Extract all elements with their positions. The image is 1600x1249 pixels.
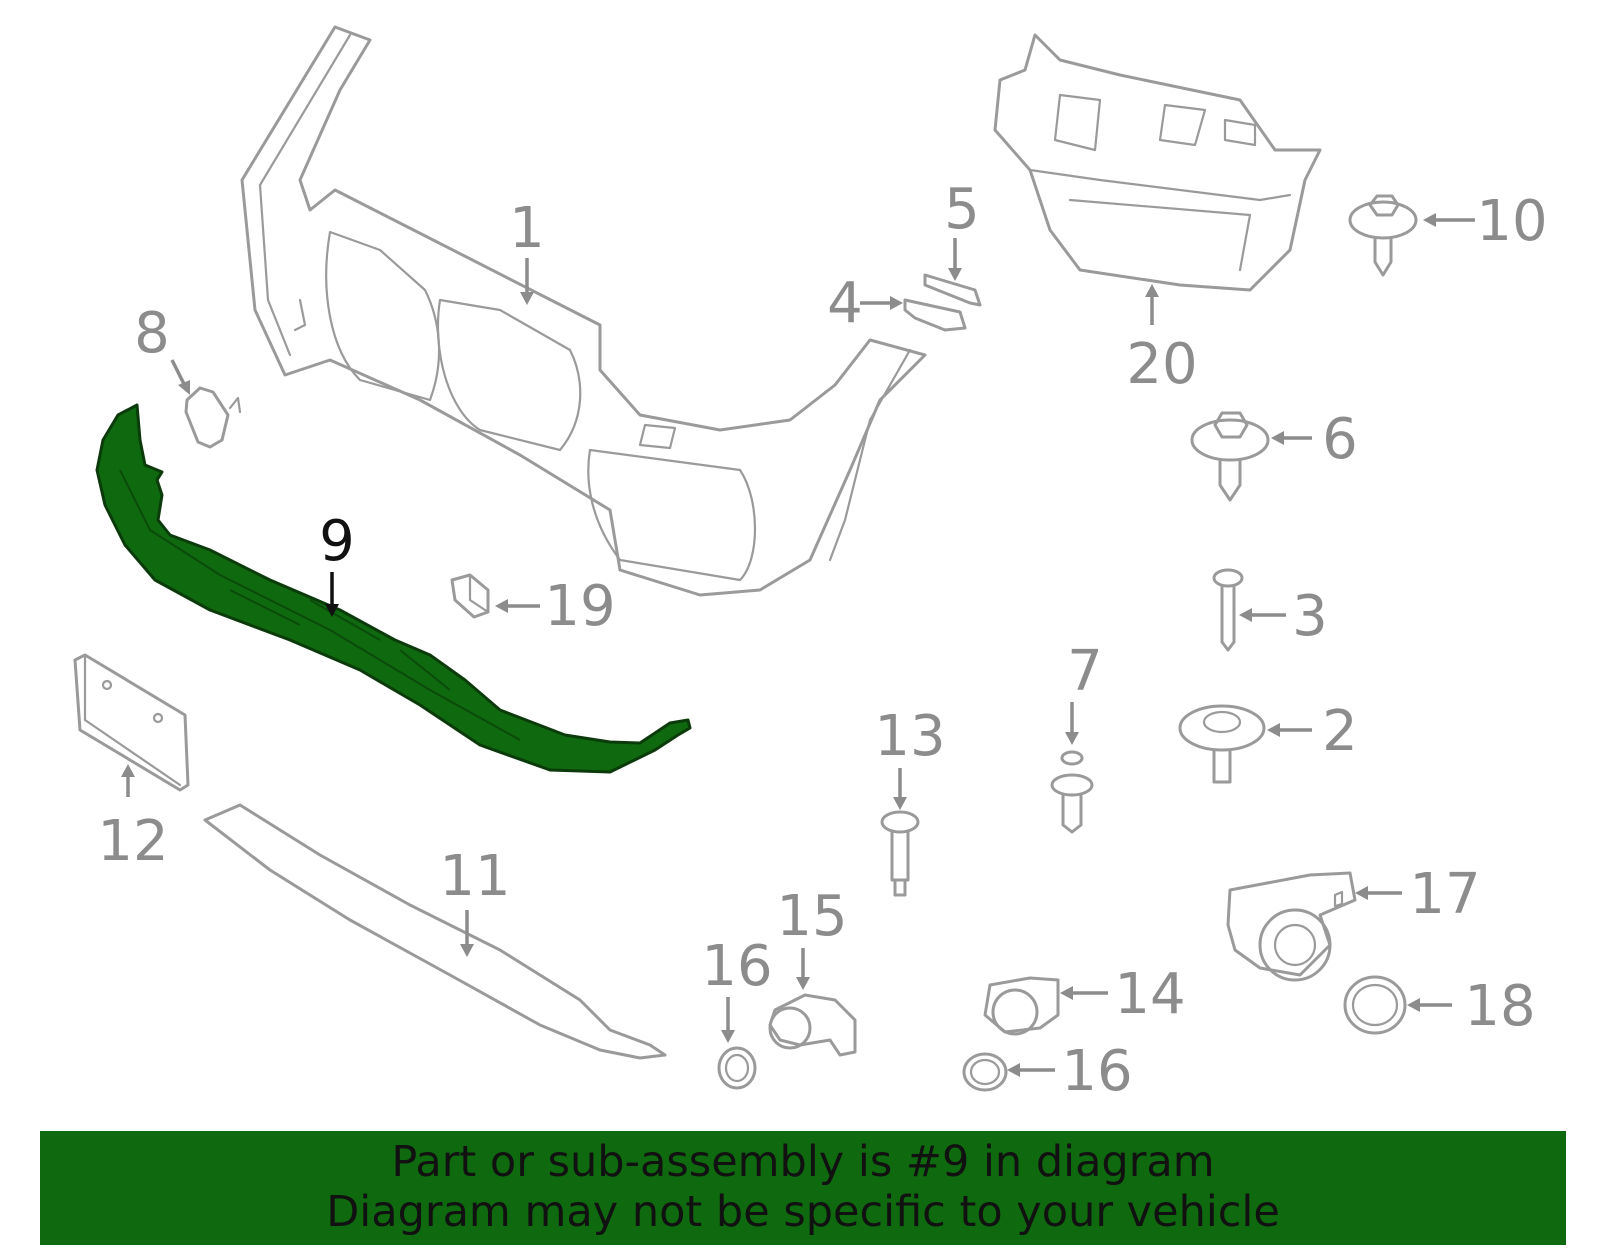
- callout-6: 6: [1322, 407, 1358, 472]
- part-5-bracket[interactable]: [923, 273, 982, 307]
- part-18-ring[interactable]: [1343, 975, 1407, 1035]
- callout-7: 7: [1067, 639, 1103, 704]
- part-16-ring-left[interactable]: [717, 1046, 757, 1090]
- part-12-plate-bracket[interactable]: [73, 653, 190, 792]
- callout-19: 19: [544, 574, 615, 639]
- part-20-bumper-bracket[interactable]: [993, 33, 1322, 292]
- callout-4: 4: [827, 271, 863, 336]
- info-banner: Part or sub-assembly is #9 in diagram Di…: [40, 1131, 1566, 1245]
- callout-20: 20: [1126, 332, 1197, 397]
- part-17-sensor[interactable]: [1226, 871, 1357, 982]
- part-6-bolt[interactable]: [1190, 411, 1270, 502]
- callout-12: 12: [97, 809, 168, 874]
- callout-14: 14: [1114, 962, 1185, 1027]
- callout-8: 8: [134, 301, 170, 366]
- callout-16-right: 16: [1061, 1039, 1132, 1104]
- callout-16-left: 16: [701, 934, 772, 999]
- part-9-lower-trim[interactable]: [95, 403, 692, 774]
- part-4-bracket[interactable]: [903, 298, 967, 332]
- banner-line-1: Part or sub-assembly is #9 in diagram: [391, 1137, 1215, 1187]
- callout-5: 5: [944, 177, 980, 242]
- part-8-cap[interactable]: [184, 386, 242, 449]
- callout-13: 13: [874, 704, 945, 769]
- part-7-rivet[interactable]: [1050, 750, 1094, 834]
- part-2-bolt[interactable]: [1178, 704, 1266, 784]
- callout-18: 18: [1464, 974, 1535, 1039]
- part-13-screw[interactable]: [880, 810, 920, 897]
- part-16-ring-right[interactable]: [962, 1052, 1008, 1092]
- part-3-screw[interactable]: [1212, 568, 1244, 652]
- callout-17: 17: [1409, 862, 1480, 927]
- part-14-sensor[interactable]: [983, 976, 1060, 1036]
- callout-9: 9: [319, 509, 355, 574]
- callout-arrows: [121, 213, 1475, 1077]
- callout-11: 11: [439, 844, 510, 909]
- banner-line-2: Diagram may not be specific to your vehi…: [326, 1187, 1280, 1237]
- callout-1: 1: [509, 196, 545, 261]
- callout-2: 2: [1322, 699, 1358, 764]
- callout-15: 15: [776, 884, 847, 949]
- part-19-clip[interactable]: [450, 573, 490, 619]
- part-10-bolt[interactable]: [1348, 194, 1418, 277]
- callout-3: 3: [1292, 584, 1328, 649]
- callout-10: 10: [1476, 189, 1547, 254]
- part-15-sensor[interactable]: [768, 993, 857, 1057]
- part-1-bumper-cover[interactable]: [240, 25, 927, 597]
- part-11-lower-strip[interactable]: [203, 803, 667, 1060]
